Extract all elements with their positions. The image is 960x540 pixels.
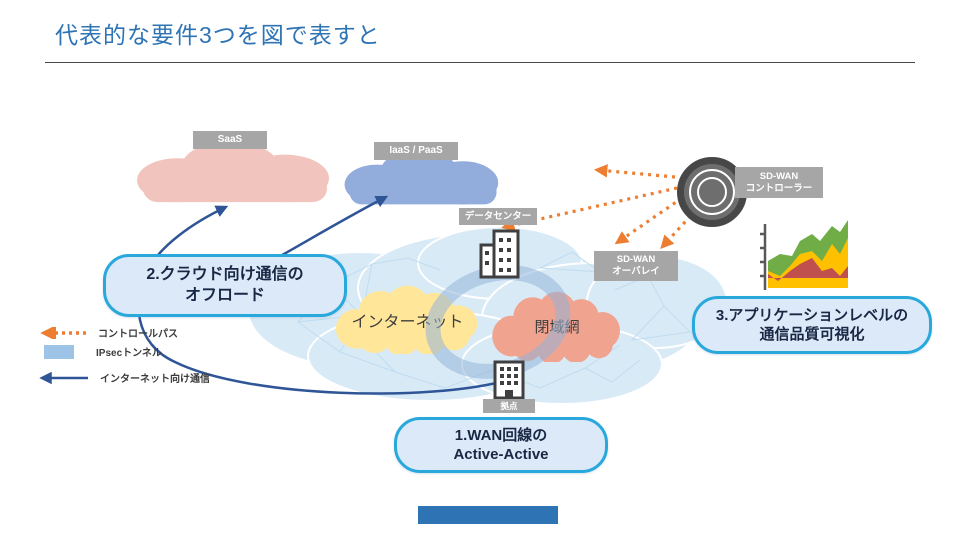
controller-ring-inner xyxy=(697,177,727,207)
branch-building-icon xyxy=(493,360,525,400)
callout-2-line1: 2.クラウド向け通信の xyxy=(146,265,304,283)
branch-label: 拠点 xyxy=(483,399,535,413)
traffic-quality-chart-icon xyxy=(760,220,848,290)
sdwan-overlay-label-line2: オーバレイ xyxy=(612,266,660,277)
control-path-arrow-3 xyxy=(614,196,683,245)
saas-cloud xyxy=(135,140,335,204)
controller-ring-outer xyxy=(689,169,735,215)
internet-traffic-legend-icon xyxy=(39,371,88,384)
control-path-legend-icon xyxy=(40,326,86,339)
legend-ipsec-tunnel-label: IPsecトンネル xyxy=(96,348,162,359)
legend-control-path: コントロールパス xyxy=(36,325,178,340)
branch-label-text: 拠点 xyxy=(500,400,518,411)
saas-label-text: SaaS xyxy=(217,133,243,145)
saas-label: SaaS xyxy=(193,131,267,149)
sdwan-controller-label-line1: SD-WAN xyxy=(759,170,799,182)
closed-net-cloud-label: 閉域網 xyxy=(534,319,580,336)
page-title: 代表的な要件3つを図で表すと xyxy=(55,22,381,48)
sdwan-overlay-label-line1: SD-WAN xyxy=(616,254,656,266)
legend-internet-traffic: インターネット向け通信 xyxy=(34,370,210,385)
ipsec-tunnel-legend-icon xyxy=(44,344,74,359)
callout-3-line1: 3.アプリケーションレベルの xyxy=(715,306,909,324)
callout-requirement-3: 3.アプリケーションレベルの 通信品質可視化 xyxy=(692,296,932,354)
callout-1-line2: Active-Active xyxy=(453,446,549,463)
callout-requirement-1: 1.WAN回線の Active-Active xyxy=(394,417,608,473)
title-divider xyxy=(45,62,915,63)
iaas-paas-label: IaaS / PaaS xyxy=(374,142,458,160)
callout-2-line2: オフロード xyxy=(184,286,265,304)
legend-ipsec-tunnel: IPsecトンネル xyxy=(44,344,162,359)
control-path-arrow-1 xyxy=(593,164,676,179)
legend-internet-traffic-label: インターネット向け通信 xyxy=(100,374,210,385)
legend-control-path-label: コントロールパス xyxy=(98,329,178,340)
datacenter-label-text: データセンター xyxy=(464,210,532,222)
footer-accent-bar xyxy=(418,506,558,524)
sdwan-overlay-label: SD-WAN オーバレイ xyxy=(594,251,678,281)
closed-net-cloud: 閉域網 xyxy=(487,288,627,362)
datacenter-building-icon xyxy=(479,229,520,279)
internet-cloud: インターネット xyxy=(330,282,485,354)
sdwan-controller-label-line2: コントローラー xyxy=(745,182,813,194)
sdwan-controller-label: SD-WAN コントローラー xyxy=(735,167,823,198)
callout-requirement-2: 2.クラウド向け通信の オフロード xyxy=(103,254,347,317)
callout-3-line2: 通信品質可視化 xyxy=(759,326,865,343)
internet-cloud-label: インターネット xyxy=(351,314,464,331)
iaas-paas-label-text: IaaS / PaaS xyxy=(389,144,443,156)
callout-1-line1: 1.WAN回線の xyxy=(454,426,548,444)
datacenter-label: データセンター xyxy=(459,208,537,225)
